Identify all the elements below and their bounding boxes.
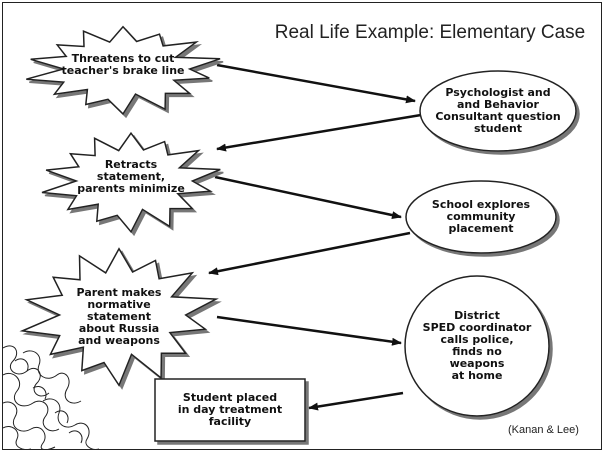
- arrow-1-to-2: [216, 113, 422, 152]
- citation: (Kanan & Lee): [508, 424, 579, 436]
- arrow-4-to-5: [216, 315, 402, 346]
- puzzle-decoration-icon: [3, 345, 99, 449]
- rectangle-node-6: [154, 378, 306, 442]
- slide-title: Real Life Example: Elementary Case: [274, 22, 586, 43]
- arrow-2-to-3: [214, 175, 402, 220]
- edges: [208, 63, 422, 411]
- diagram-canvas: [3, 25, 577, 449]
- slide: Real Life Example: Elementary Case Threa…: [2, 2, 602, 450]
- starburst-node-0: [26, 25, 221, 116]
- arrow-0-to-1: [216, 63, 416, 104]
- arrow-3-to-4: [208, 231, 411, 276]
- ellipse-node-3: [405, 180, 557, 254]
- ellipse-node-1: [419, 70, 577, 152]
- starburst-node-4: [19, 247, 219, 387]
- ellipse-node-5: [404, 275, 550, 417]
- shapes: [19, 25, 577, 442]
- arrow-5-to-6: [308, 391, 404, 411]
- starburst-node-2: [41, 131, 221, 234]
